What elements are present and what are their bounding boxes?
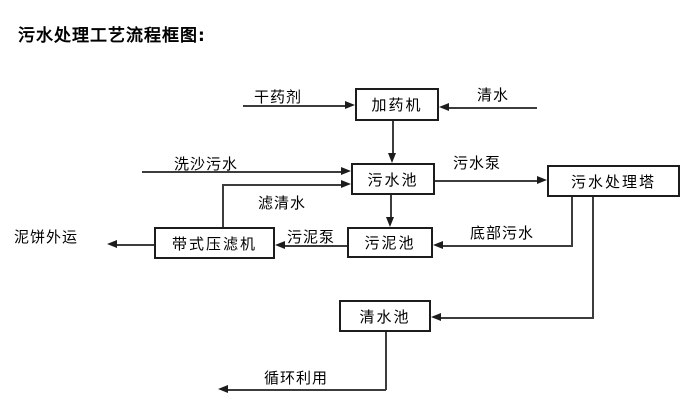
page-title: 污水处理工艺流程框图: xyxy=(18,26,206,46)
arrowhead-down-sewage-to-sludge-icon xyxy=(386,217,394,227)
edge-label-dry-agent: 干药剂 xyxy=(254,88,303,106)
edge-label-sand-washing-sewage: 洗沙污水 xyxy=(174,155,239,173)
node-sludge-pool: 污泥池 xyxy=(347,227,433,258)
edge-line-recycle-horizontal xyxy=(228,389,386,391)
node-dosing-machine: 加药机 xyxy=(355,88,439,121)
edge-line-sand-washing-sewage xyxy=(142,171,341,173)
edge-line-bottom-sewage-vertical xyxy=(571,197,573,246)
arrowhead-right-sand-washing-icon xyxy=(341,167,351,175)
edge-label-bottom-sewage: 底部污水 xyxy=(470,224,535,242)
edge-line-clean-water xyxy=(449,107,537,109)
edge-label-recycle-use: 循环利用 xyxy=(264,369,329,387)
edge-line-dosing-to-sewage xyxy=(392,121,394,154)
edge-line-filtered-water-vertical xyxy=(222,184,224,227)
edge-label-sludge-pump: 污泥泵 xyxy=(287,228,336,246)
arrowhead-left-mud-cake-icon xyxy=(107,240,117,248)
edge-line-tower-to-clean-horizontal xyxy=(441,317,594,319)
edge-line-filtered-water-horizontal xyxy=(222,184,341,186)
node-sewage-pool: 污水池 xyxy=(351,163,435,195)
node-belt-filter-press: 带式压滤机 xyxy=(154,227,275,259)
edge-line-bottom-sewage-horizontal xyxy=(443,245,573,247)
edge-line-tower-to-clean-vertical xyxy=(592,197,594,318)
edge-line-sewage-pump xyxy=(435,180,537,182)
edge-label-mud-cake-shipped-out: 泥饼外运 xyxy=(14,228,79,246)
arrowhead-left-recycle-icon xyxy=(218,385,228,393)
arrowhead-left-bottom-sewage-icon xyxy=(433,241,443,249)
edge-label-clean-water: 清水 xyxy=(477,86,510,104)
arrowhead-left-clean-water-icon xyxy=(439,103,449,111)
node-sewage-treatment-tower: 污水处理塔 xyxy=(547,165,680,197)
node-clean-water-pool: 清水池 xyxy=(339,300,431,332)
edge-line-sludge-pump xyxy=(285,245,347,247)
arrowhead-down-dosing-to-sewage-icon xyxy=(388,153,396,163)
edge-line-recycle-vertical xyxy=(385,332,387,390)
arrowhead-left-tower-to-clean-icon xyxy=(431,313,441,321)
edge-line-mud-cake xyxy=(117,244,154,246)
arrowhead-right-dry-agent-icon xyxy=(345,101,355,109)
edge-label-filtered-water: 滤清水 xyxy=(258,194,307,212)
edge-line-sewage-to-sludge xyxy=(390,195,392,218)
edge-label-sewage-pump: 污水泵 xyxy=(453,154,502,172)
arrowhead-right-filtered-water-icon xyxy=(341,180,351,188)
arrowhead-left-sludge-pump-icon xyxy=(275,241,285,249)
edge-line-dry-agent xyxy=(243,105,345,107)
arrowhead-right-sewage-pump-icon xyxy=(537,176,547,184)
